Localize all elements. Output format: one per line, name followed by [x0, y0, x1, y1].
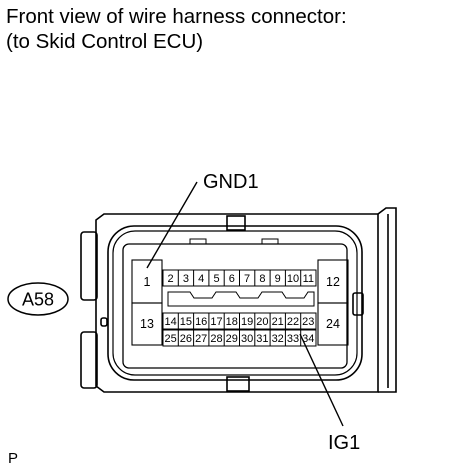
pin-cell-13 — [131, 302, 163, 346]
pin-label: 26 — [180, 333, 192, 345]
gnd1-leader-line — [146, 181, 198, 269]
pin-label: 20 — [256, 316, 268, 328]
pin-label: 34 — [302, 333, 314, 345]
right-key — [352, 292, 364, 316]
pin-label: 9 — [275, 273, 281, 285]
pin-cell-24 — [317, 302, 349, 346]
title-line-2: (to Skid Control ECU) — [6, 30, 204, 53]
pin-label: 19 — [241, 316, 253, 328]
pin-label: 17 — [210, 316, 222, 328]
ig1-leader-line — [299, 333, 344, 427]
pin-1-label: 1 — [144, 275, 151, 289]
pin-label: 7 — [244, 273, 250, 285]
pin-label: 11 — [303, 273, 314, 285]
footer-mark: P — [8, 450, 19, 467]
pin-label: 14 — [164, 316, 176, 328]
connector-shroud-outer — [107, 225, 363, 381]
left-dot — [100, 317, 108, 327]
pin-label: 31 — [256, 333, 268, 345]
connector-shroud-inner — [112, 230, 358, 376]
pin-label: 28 — [210, 333, 222, 345]
connector-face — [122, 243, 348, 369]
pin-label: 32 — [272, 333, 284, 345]
pin-13-label: 13 — [140, 317, 154, 331]
pin-label: 33 — [287, 333, 299, 345]
pin-12-label: 12 — [326, 275, 340, 289]
pin-label: 6 — [229, 273, 235, 285]
pin-label: 8 — [259, 273, 265, 285]
pin-label: 29 — [226, 333, 238, 345]
pin-label: 16 — [195, 316, 207, 328]
ig1-callout: IG1 — [328, 432, 360, 454]
center-divider — [167, 291, 315, 307]
pin-label: 23 — [302, 316, 314, 328]
right-side-tab — [377, 207, 397, 393]
pin-label: 27 — [195, 333, 207, 345]
pin-label: 15 — [180, 316, 192, 328]
diagram-title: Front view of wire harness connector: (t… — [6, 4, 347, 54]
connector-code: A58 — [22, 290, 54, 310]
bottom-key — [226, 376, 250, 392]
top-key — [226, 215, 246, 231]
pin-label: 10 — [287, 273, 299, 285]
connector-code-oval — [7, 282, 69, 316]
pin-label: 3 — [183, 273, 189, 285]
pin-label: 18 — [226, 316, 238, 328]
pin-label: 22 — [287, 316, 299, 328]
pin-24-label: 24 — [326, 317, 340, 331]
gnd1-callout: GND1 — [203, 171, 259, 193]
pin-label: 30 — [241, 333, 253, 345]
title-line-1: Front view of wire harness connector: — [6, 5, 347, 28]
pin-label: 25 — [164, 333, 176, 345]
pin-label: 21 — [272, 316, 284, 328]
pin-label: 5 — [213, 273, 219, 285]
pin-label: 4 — [198, 273, 204, 285]
left-latch-top — [80, 231, 98, 301]
left-latch-bottom — [80, 331, 98, 389]
pin-label: 2 — [168, 273, 174, 285]
